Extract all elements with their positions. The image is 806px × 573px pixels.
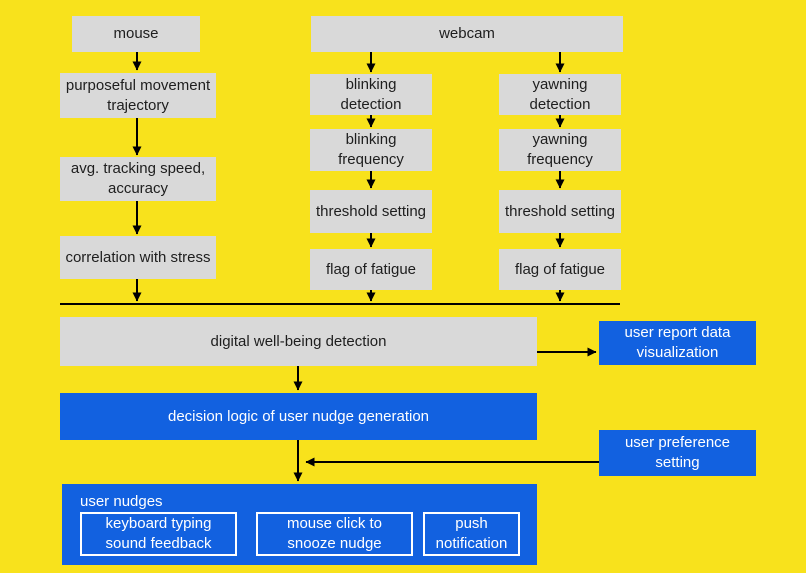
node-mouse-click-snooze-nudge: mouse click to snooze nudge	[256, 512, 413, 556]
node-yawning-threshold-setting: threshold setting	[499, 190, 621, 233]
node-user-report-data-visualization: user report data visualization	[599, 321, 756, 365]
node-yawning-flag-of-fatigue: flag of fatigue	[499, 249, 621, 290]
node-user-preference-setting: user preference setting	[599, 430, 756, 476]
node-blinking-threshold-setting: threshold setting	[310, 190, 432, 233]
node-push-notification: push notification	[423, 512, 520, 556]
node-yawning-frequency: yawning frequency	[499, 129, 621, 171]
node-decision-logic-user-nudge-generation: decision logic of user nudge generation	[60, 393, 537, 440]
user-nudges-group-label: user nudges	[80, 493, 163, 510]
node-mouse: mouse	[72, 16, 200, 52]
node-keyboard-typing-sound-feedback: keyboard typing sound feedback	[80, 512, 237, 556]
node-avg-tracking-speed-accuracy: avg. tracking speed, accuracy	[60, 157, 216, 201]
node-correlation-with-stress: correlation with stress	[60, 236, 216, 279]
node-webcam: webcam	[311, 16, 623, 52]
node-digital-wellbeing-detection: digital well-being detection	[60, 317, 537, 366]
node-blinking-frequency: blinking frequency	[310, 129, 432, 171]
node-blinking-detection: blinking detection	[310, 74, 432, 115]
node-user-nudges-group: user nudges keyboard typing sound feedba…	[62, 484, 537, 565]
node-purposeful-movement-trajectory: purposeful movement trajectory	[60, 73, 216, 118]
node-blinking-flag-of-fatigue: flag of fatigue	[310, 249, 432, 290]
node-yawning-detection: yawning detection	[499, 74, 621, 115]
